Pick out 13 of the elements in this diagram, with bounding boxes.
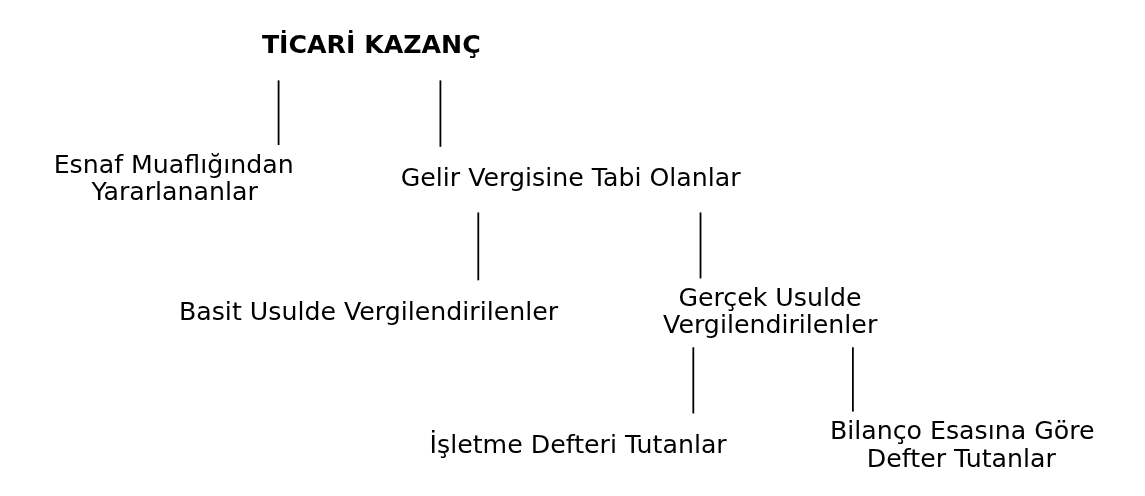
node-text: TİCARİ KAZANÇ xyxy=(261,29,481,59)
connector xyxy=(439,79,442,148)
connector xyxy=(852,346,854,413)
node-text: Esnaf Muaflığından Yararlananlar xyxy=(53,149,294,206)
connector xyxy=(692,346,695,415)
connector xyxy=(277,79,280,146)
node-text: Gelir Vergisine Tabi Olanlar xyxy=(400,163,741,193)
connector xyxy=(699,211,702,280)
connector xyxy=(477,211,480,282)
node-text: Basit Usulde Vergilendirilenler xyxy=(178,296,559,326)
node-text: İşletme Defteri Tutanlar xyxy=(429,430,727,460)
node-text: Bilanço Esasına Göre Defter Tutanlar xyxy=(829,416,1095,473)
node-text: Gerçek Usulde Vergilendirilenler xyxy=(663,283,878,340)
